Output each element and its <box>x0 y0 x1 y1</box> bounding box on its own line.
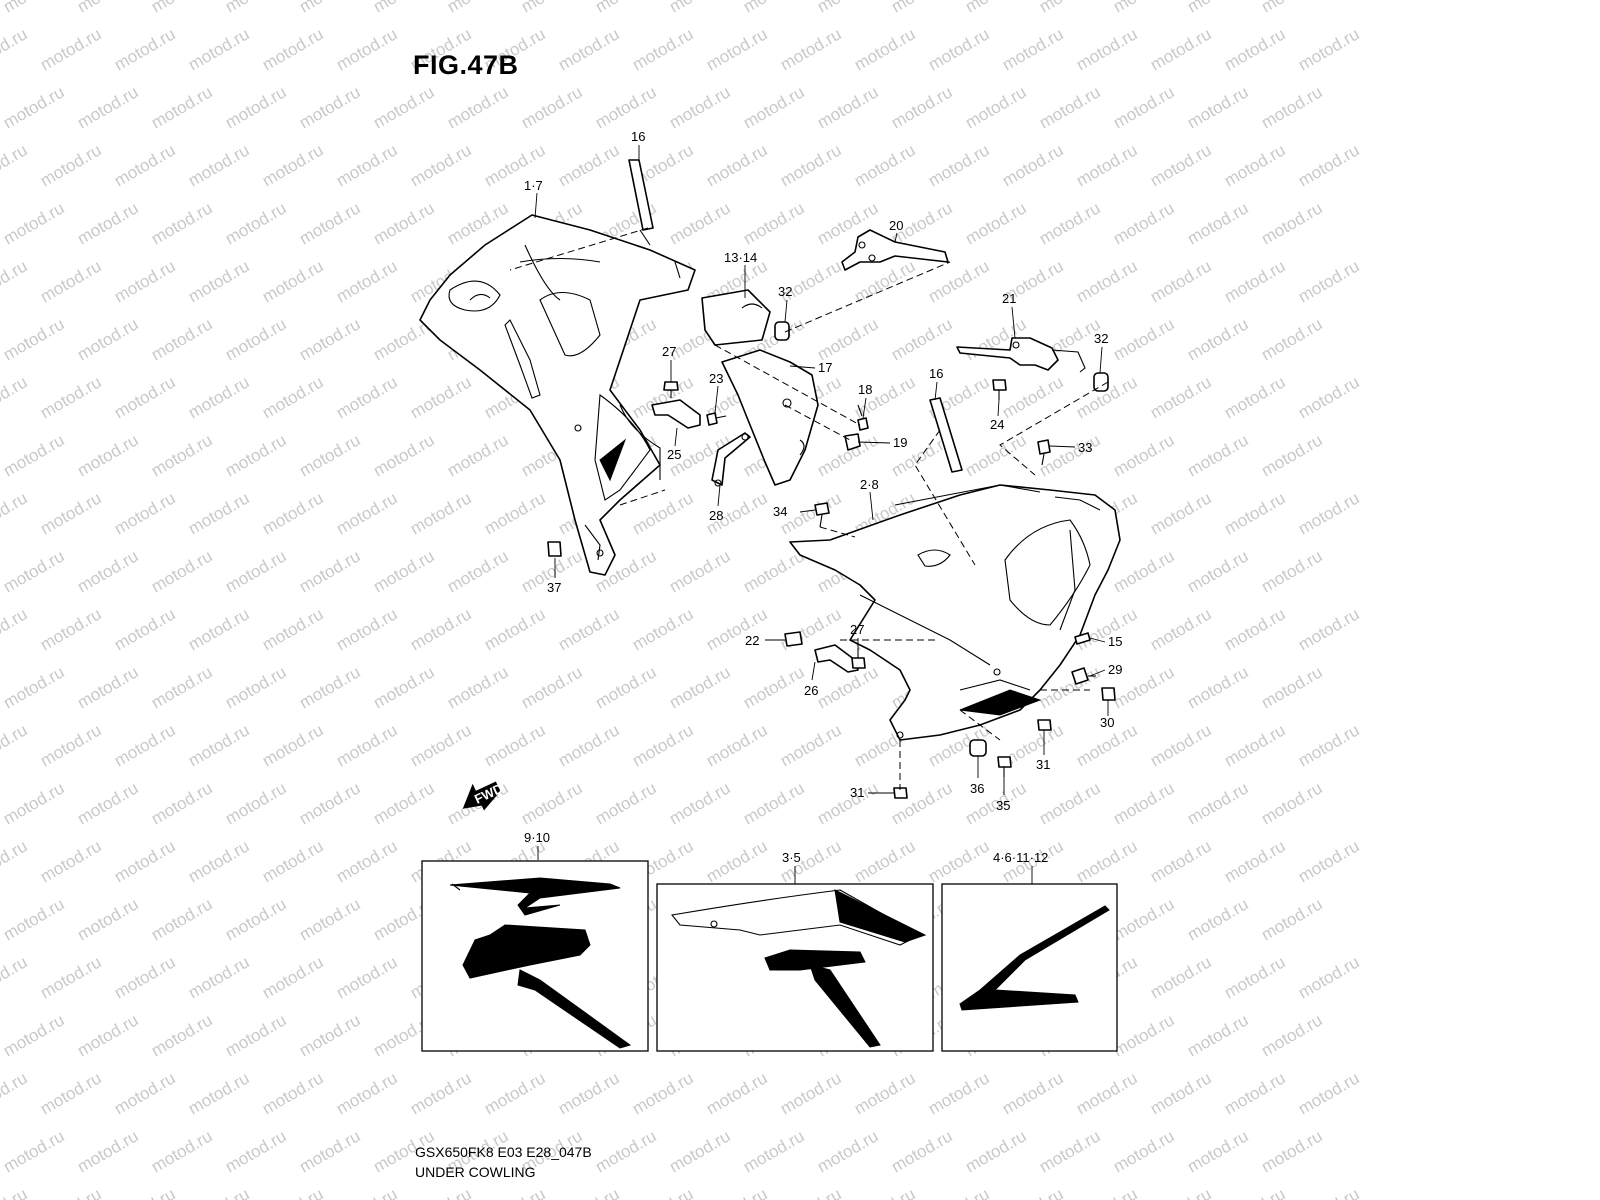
callout-1-7: 1·7 <box>524 178 543 193</box>
callout-27-lower: 27 <box>850 622 864 637</box>
figure-code: GSX650FK8 E03 E28_047B <box>415 1144 592 1160</box>
screw-31-a <box>1037 719 1052 731</box>
fwd-arrow-icon: FWD <box>462 781 505 811</box>
screw-35 <box>997 756 1012 777</box>
callout-29: 29 <box>1108 662 1122 677</box>
bracket-25 <box>651 399 701 429</box>
tape-15 <box>1074 632 1091 645</box>
callout-2-8: 2·8 <box>860 477 879 492</box>
callout-25: 25 <box>667 447 681 462</box>
leader-lines <box>534 145 1109 884</box>
decal-box-3-5 <box>656 883 934 1052</box>
callout-33: 33 <box>1078 440 1092 455</box>
callout-19: 19 <box>893 435 907 450</box>
callout-15: 15 <box>1108 634 1122 649</box>
grommet-36 <box>969 739 987 757</box>
callout-28: 28 <box>709 508 723 523</box>
bracket-26 <box>814 644 859 673</box>
callout-35: 35 <box>996 798 1010 813</box>
callout-27-upper: 27 <box>662 344 676 359</box>
screw-34 <box>814 502 830 528</box>
bolt-27-upper <box>663 381 679 398</box>
callout-30: 30 <box>1100 715 1114 730</box>
plate-13-14 <box>701 289 771 346</box>
callout-21: 21 <box>1002 291 1016 306</box>
screw-31-b <box>893 787 908 799</box>
rubber-strip-16-lower <box>929 397 963 473</box>
callout-34: 34 <box>773 504 787 519</box>
bracket-28 <box>711 432 751 487</box>
bolt-30 <box>1101 687 1116 701</box>
callout-36: 36 <box>970 781 984 796</box>
callout-31-b: 31 <box>850 785 864 800</box>
callout-31-a: 31 <box>1036 757 1050 772</box>
callout-17: 17 <box>818 360 832 375</box>
callout-18: 18 <box>858 382 872 397</box>
callout-23: 23 <box>709 371 723 386</box>
left-under-cowling-panel <box>419 214 696 576</box>
callout-24: 24 <box>990 417 1004 432</box>
decal-box-4-6-11-12 <box>941 883 1118 1052</box>
decal-box-9-10 <box>421 860 649 1052</box>
bolt-27-lower <box>851 648 866 669</box>
screw-33 <box>1037 439 1051 466</box>
callout-22: 22 <box>745 633 759 648</box>
callout-4-6-11-12: 4·6·11·12 <box>993 850 1048 865</box>
grommet-32-a <box>774 321 790 341</box>
rubber-strip-16-upper <box>628 159 654 231</box>
figure-name: UNDER COWLING <box>415 1164 536 1180</box>
callout-20: 20 <box>889 218 903 233</box>
bracket-21 <box>956 337 1086 373</box>
inner-panel-17 <box>721 349 819 486</box>
clip-22 <box>784 631 803 647</box>
right-under-cowling-panel <box>789 484 1121 741</box>
assembly-lines <box>509 227 1109 790</box>
callout-3-5: 3·5 <box>782 850 801 865</box>
callout-16-lower: 16 <box>929 366 943 381</box>
callout-16-upper: 16 <box>631 129 645 144</box>
nut-29 <box>1071 667 1096 685</box>
callout-32-b: 32 <box>1094 331 1108 346</box>
callout-32-a: 32 <box>778 284 792 299</box>
screw-18 <box>857 404 869 431</box>
screw-23 <box>706 412 727 426</box>
callout-labels: 16 1·7 20 13·14 32 21 32 17 27 23 18 16 … <box>524 129 1122 865</box>
clip-19 <box>844 433 861 451</box>
callout-26: 26 <box>804 683 818 698</box>
bolt-24 <box>992 379 1007 400</box>
callout-37: 37 <box>547 580 561 595</box>
nut-37 <box>547 541 562 557</box>
callout-13-14: 13·14 <box>724 250 757 265</box>
figure-title: FIG.47B <box>413 50 519 80</box>
grommet-32-b <box>1093 372 1109 392</box>
bracket-20 <box>841 229 949 271</box>
callout-9-10: 9·10 <box>524 830 550 845</box>
